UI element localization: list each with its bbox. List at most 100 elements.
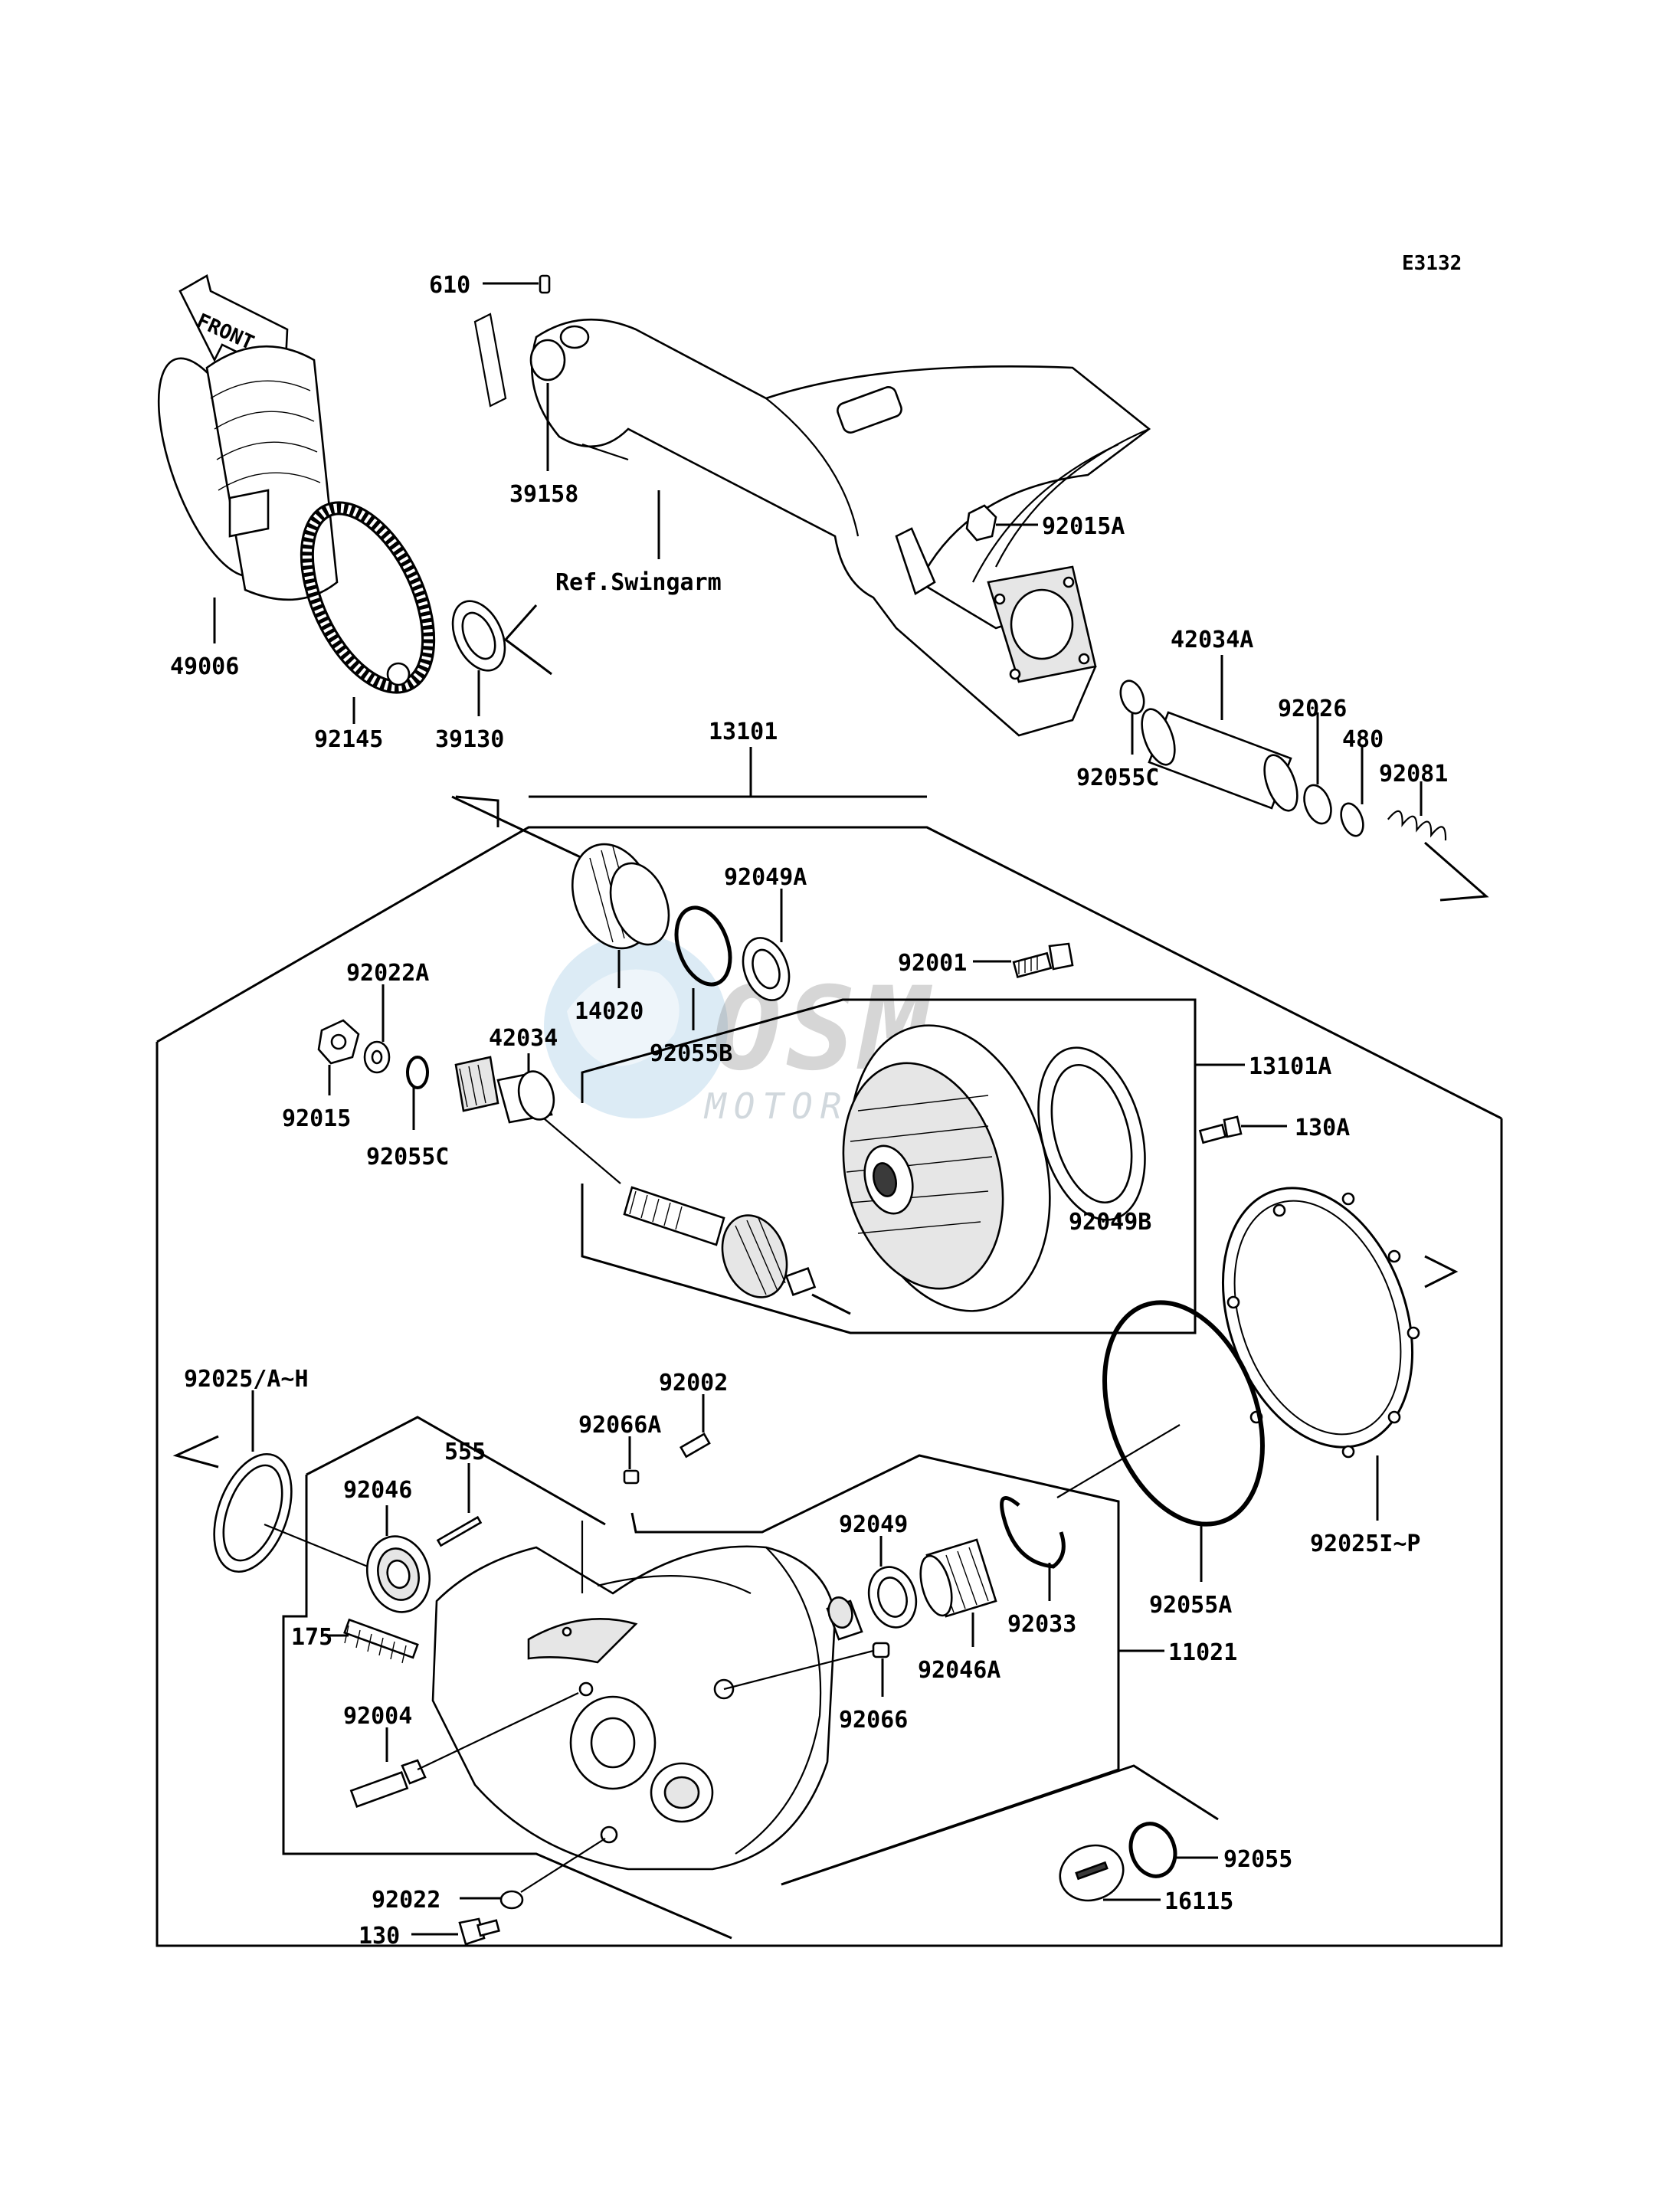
guide-13101-b	[451, 795, 583, 859]
case-hole	[562, 1626, 572, 1637]
gasket-hole	[1407, 1326, 1420, 1340]
callout-92002: 92002	[659, 1370, 728, 1396]
sleeve-end-far	[1263, 754, 1298, 812]
swingarm-contour-3	[972, 444, 1119, 583]
bushing-bore	[461, 611, 496, 660]
ring-gear-bore	[873, 1162, 897, 1197]
sleeve-42034A	[1141, 708, 1298, 812]
cap-16115-slot	[1075, 1861, 1109, 1881]
swingarm-contour	[765, 398, 860, 537]
collar-end	[827, 1596, 853, 1629]
gasket-inner	[1233, 1200, 1402, 1436]
callout-555: 555	[444, 1439, 486, 1465]
pivot-bore	[529, 339, 566, 381]
oring-92055	[1128, 1822, 1177, 1878]
seal-92049B	[1037, 1046, 1146, 1221]
circlip-92033	[1000, 1495, 1066, 1569]
gasket-hole	[1341, 1192, 1355, 1206]
axis-92055A	[1056, 1424, 1181, 1498]
stud-175-body	[343, 1618, 419, 1659]
oring-92055C	[406, 1056, 429, 1089]
callout-92055: 92055	[1223, 1846, 1292, 1873]
callout-92033: 92033	[1007, 1611, 1076, 1638]
gasket-hole	[1387, 1249, 1401, 1263]
flange-hole	[1009, 668, 1021, 680]
callout-92066A: 92066A	[578, 1412, 661, 1439]
callout-92026: 92026	[1278, 696, 1347, 722]
final-gear-case	[431, 1545, 837, 1871]
spring-92081	[1387, 810, 1447, 841]
bolt-92001	[1012, 942, 1074, 978]
gasket-hole	[1387, 1410, 1401, 1424]
pinion-axis	[543, 1118, 621, 1184]
callout-13101: 13101	[709, 719, 778, 745]
callout-42034A: 42034A	[1171, 627, 1253, 653]
bolt-130	[458, 1917, 500, 1946]
callout-130A: 130A	[1295, 1115, 1350, 1141]
stud-92004	[349, 1759, 427, 1808]
bearing-92046A	[919, 1538, 997, 1618]
swingarm-slot	[837, 386, 902, 434]
gasket-hole	[1272, 1203, 1286, 1217]
axis-92066	[723, 1649, 874, 1691]
pin-610	[539, 274, 551, 294]
callout-92055A: 92055A	[1149, 1592, 1232, 1619]
axis-92022	[520, 1838, 606, 1893]
housing-bore	[1010, 588, 1074, 660]
washer-92022	[499, 1890, 524, 1910]
swingarm-edge	[581, 443, 629, 461]
callout-175: 175	[291, 1624, 332, 1651]
callout-16115: 16115	[1164, 1888, 1233, 1915]
splined-collar	[454, 1056, 499, 1112]
clamp-screw	[386, 662, 411, 686]
pinion-splines	[629, 1190, 683, 1230]
group-11021-right	[630, 1454, 1120, 1886]
callout-92022A: 92022A	[346, 960, 429, 987]
case-rim	[735, 1547, 822, 1855]
callout-92066: 92066	[839, 1707, 908, 1734]
cap-16115	[1059, 1844, 1125, 1902]
main-frame	[156, 1042, 1503, 1947]
guide-gasket	[1424, 1255, 1459, 1288]
stud-92004-head	[401, 1759, 427, 1785]
pinion-gear-teeth	[735, 1217, 786, 1295]
callout-92049: 92049	[839, 1511, 908, 1538]
callout-92049A: 92049A	[724, 864, 807, 891]
flange-hole	[1078, 653, 1090, 665]
seal-92049	[867, 1566, 918, 1629]
bushing-39130	[451, 600, 506, 672]
pinion-axis-end	[811, 1293, 851, 1315]
axis-92046	[264, 1523, 368, 1568]
bolt-130A	[1198, 1115, 1243, 1144]
bolt-130A-shank	[1198, 1123, 1227, 1144]
oring-92055C-top	[1119, 679, 1145, 715]
drain-hole	[663, 1776, 700, 1809]
callout-92015: 92015	[282, 1105, 351, 1132]
bolt-130-shank	[476, 1919, 500, 1937]
case-hole	[578, 1681, 594, 1697]
sleeve-end	[1141, 708, 1176, 766]
bearing-92046A-end	[919, 1554, 953, 1617]
oring-92055A	[1102, 1300, 1265, 1527]
callout-92055C-top: 92055C	[1076, 765, 1159, 791]
oring-92055B	[674, 905, 732, 987]
case-boss-bore	[590, 1717, 636, 1769]
clamp-texture	[302, 503, 434, 692]
ring-gear	[842, 1024, 1051, 1312]
washer-92022A-hole	[371, 1049, 383, 1065]
callout-39158: 39158	[509, 481, 578, 508]
group-cap-outline	[781, 1764, 1219, 1886]
seal-92049B-inner	[1050, 1063, 1133, 1204]
callout-39130: 39130	[435, 726, 504, 753]
callout-92004: 92004	[343, 1703, 412, 1730]
swingarm-contour-2	[995, 427, 1150, 568]
bolt-thread	[1018, 957, 1038, 974]
swingarm-left-edge	[473, 313, 507, 408]
callout-92001: 92001	[898, 950, 967, 977]
callout-610: 610	[429, 272, 470, 299]
callout-92022: 92022	[372, 1887, 440, 1914]
callout-92025AH: 92025/A~H	[184, 1366, 309, 1393]
callout-92055B: 92055B	[650, 1040, 732, 1067]
bearing-92046-bore	[386, 1559, 411, 1590]
case-contour	[597, 1575, 752, 1594]
